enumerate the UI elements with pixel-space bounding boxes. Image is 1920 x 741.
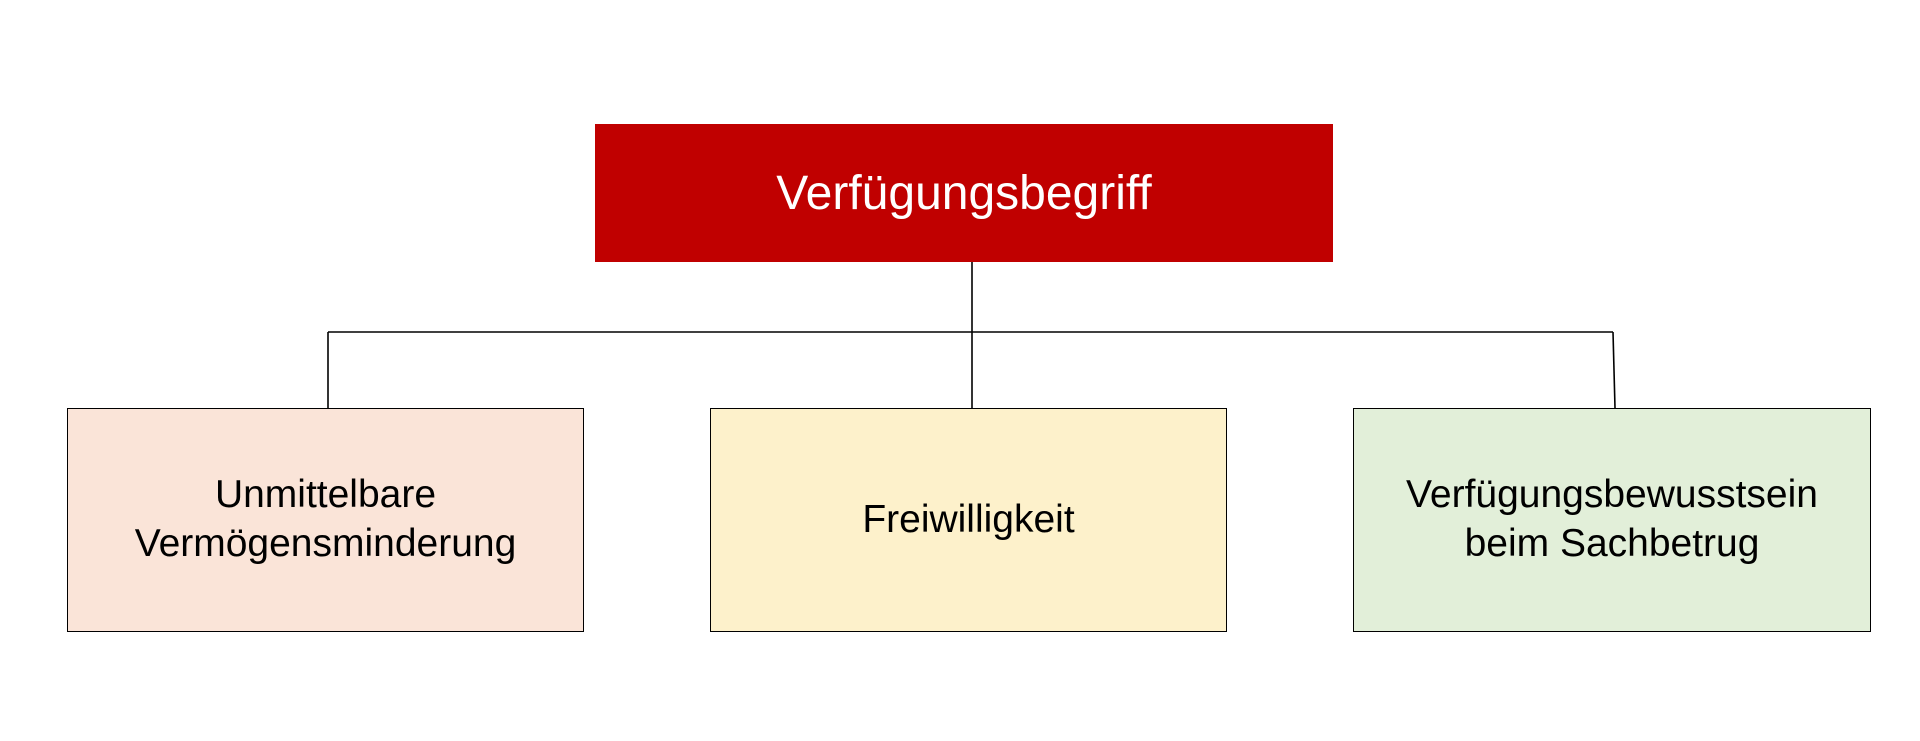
root-node: Verfügungsbegriff [595,124,1333,262]
child-node-label: Verfügungsbewusstsein beim Sachbetrug [1406,473,1818,565]
branch-line-right [1612,331,1616,409]
child-node-label: Unmittelbare Vermögensminderung [134,473,517,565]
child-node-vermoegensminderung: Unmittelbare Vermögensminderung [67,408,584,632]
child-node-freiwilligkeit: Freiwilligkeit [710,408,1227,632]
child-node-verfuegungsbewusstsein: Verfügungsbewusstsein beim Sachbetrug [1353,408,1871,632]
root-node-label: Verfügungsbegriff [776,166,1152,220]
child-node-label: Freiwilligkeit [862,497,1075,541]
